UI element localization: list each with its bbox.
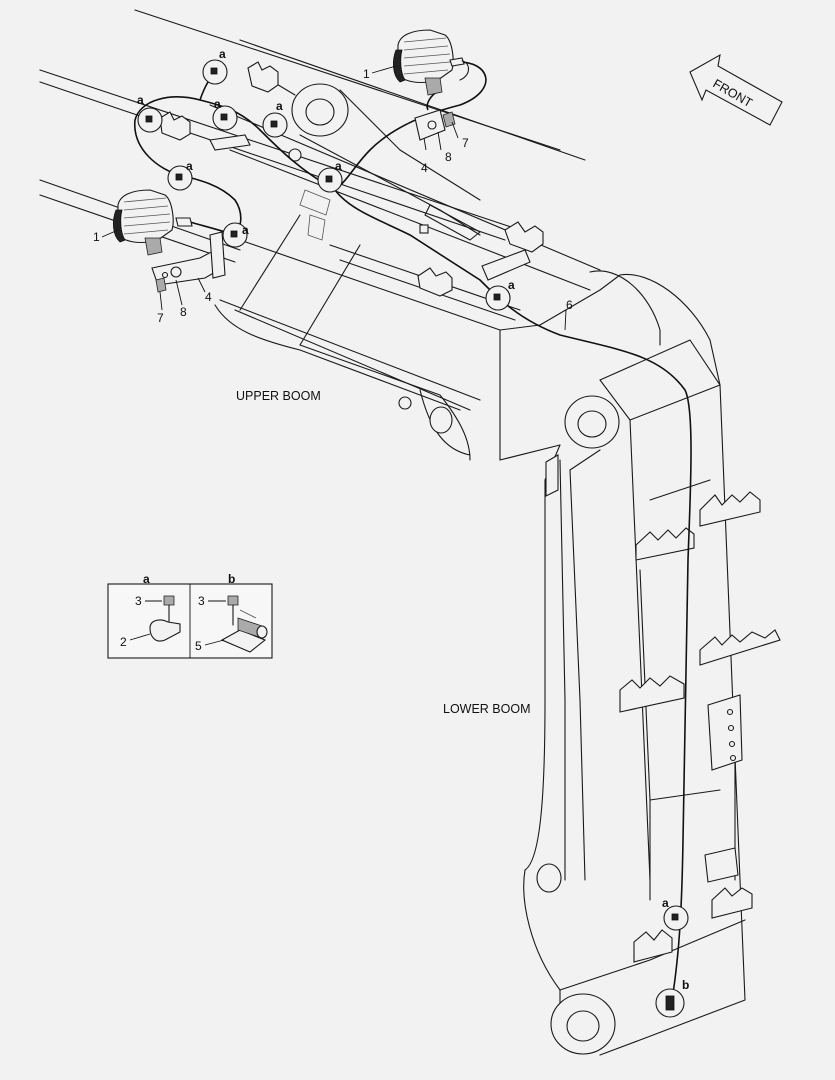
lower-boom-label: LOWER BOOM [443,702,531,716]
marker-a-1: a [219,47,226,61]
inset-callout-3a: 3 [135,594,142,608]
inset-callout-2: 2 [120,635,127,649]
callout-8-upper: 8 [445,150,452,164]
callout-8-lower: 8 [180,305,187,319]
marker-b-1: b [682,978,689,992]
text-labels: UPPER BOOM LOWER BOOM 1 1 4 8 7 4 8 7 6 … [93,47,689,992]
callout-1-lower: 1 [93,230,100,244]
inset-header-b: b [228,572,235,586]
inset-header-a: a [143,572,150,586]
callout-6: 6 [566,298,573,312]
inset-callout-5: 5 [195,639,202,653]
leader-lines [101,65,567,646]
work-lamp-upper [392,29,470,96]
marker-a-9: a [662,896,669,910]
detail-markers [137,59,689,1018]
callout-1-upper: 1 [363,67,370,81]
work-lamp-lower [112,189,193,256]
marker-a-4: a [276,99,283,113]
callout-4-upper: 4 [421,161,428,175]
detail-inset [107,583,273,659]
bracket-upper [414,109,456,141]
boom-brackets [545,454,781,963]
inset-callout-3b: 3 [198,594,205,608]
marker-a-8: a [508,278,515,292]
marker-a-6: a [335,159,342,173]
marker-a-7: a [242,223,249,237]
upper-boom-structure [39,9,601,461]
bracket-lower [151,231,226,293]
marker-a-3: a [214,97,221,111]
callout-4-lower: 4 [205,290,212,304]
marker-a-5: a [186,159,193,173]
callout-7-lower: 7 [157,311,164,325]
wire-harness [134,61,692,1001]
marker-a-2: a [137,93,144,107]
front-direction-arrow: FRONT [689,53,783,126]
callout-7-upper: 7 [462,136,469,150]
upper-boom-label: UPPER BOOM [236,389,321,403]
lower-boom-structure [398,270,781,1056]
